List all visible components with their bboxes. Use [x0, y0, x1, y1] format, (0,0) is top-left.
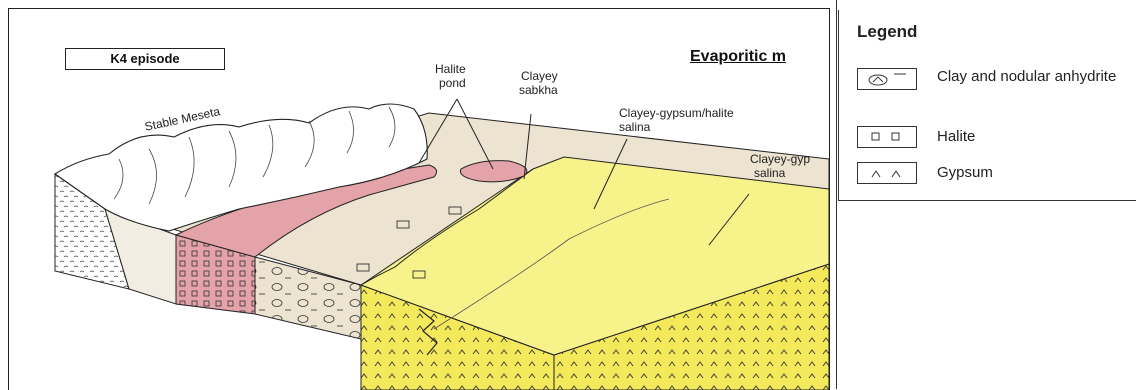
clayey-gypsum-halite-label-2: salina — [619, 120, 650, 134]
clayey-gypsum-label-1: Clayey-gyp — [750, 152, 810, 166]
diagram-title: Evaporitic m — [690, 48, 786, 66]
legend-label-halite: Halite — [937, 126, 1117, 148]
clayey-sabkha-label-1: Clayey — [521, 69, 558, 83]
legend-title: Legend — [857, 22, 917, 42]
gypsum-carets-icon — [857, 162, 917, 184]
legend-panel: Legend Clay and nodular anhydrite Halite — [838, 10, 1136, 201]
clayey-gypsum-halite-label-1: Clayey-gypsum/halite — [619, 106, 734, 120]
episode-label: K4 episode — [65, 48, 225, 70]
divider-line — [836, 0, 837, 389]
clay-nodular-anhydrite-icon — [857, 68, 917, 90]
clayey-gypsum-label-2: salina — [754, 166, 785, 180]
halite-squares-icon — [857, 126, 917, 148]
halite-pond-label-2: pond — [439, 76, 466, 90]
clayey-sabkha-label-2: sabkha — [519, 83, 558, 97]
legend-label-gypsum: Gypsum — [937, 162, 1117, 184]
legend-item-clay: Clay and nodular anhydrite — [857, 68, 1117, 90]
halite-pond-label-1: Halite — [435, 62, 466, 76]
legend-item-gypsum: Gypsum — [857, 162, 1117, 184]
legend-label-clay: Clay and nodular anhydrite — [937, 68, 1117, 86]
diagram-panel: K4 episode Evaporitic m Stable Meseta Ha… — [8, 8, 830, 390]
legend-item-halite: Halite — [857, 126, 1117, 148]
